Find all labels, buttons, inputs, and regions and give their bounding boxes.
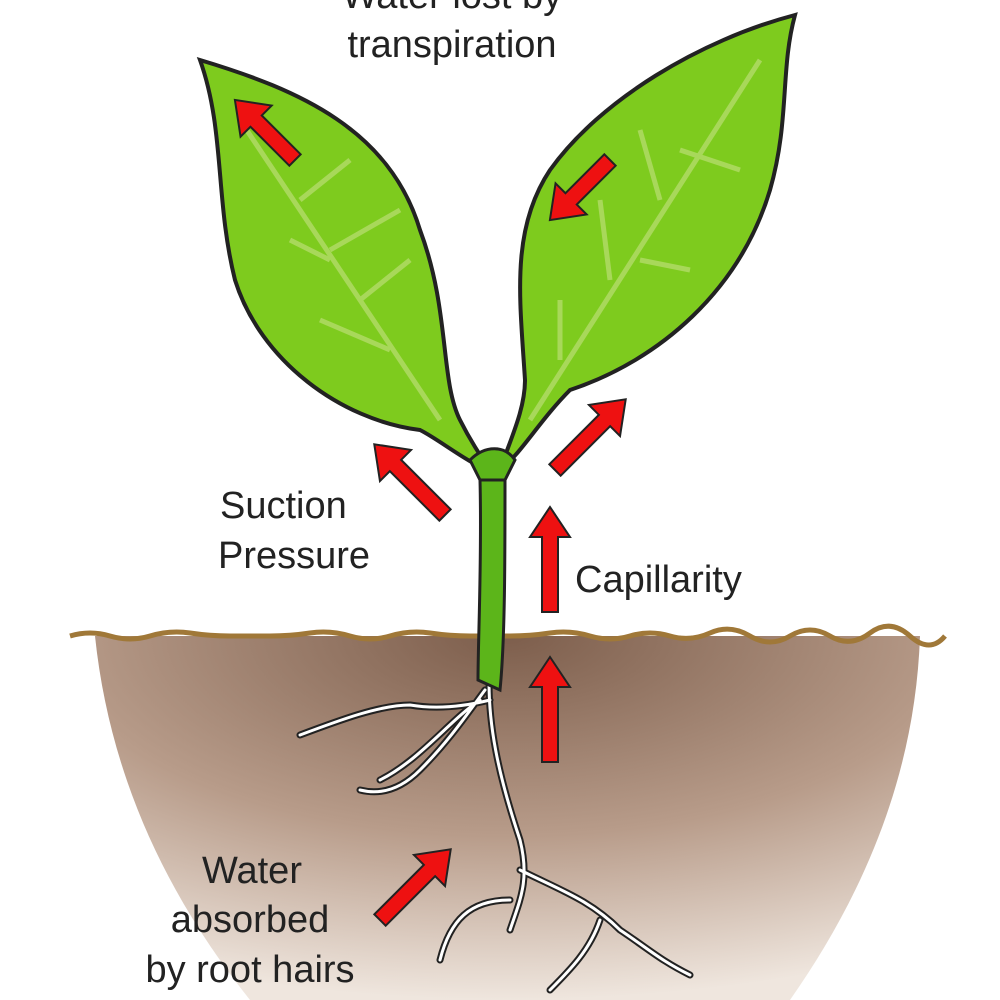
label-absorbed-line2: absorbed xyxy=(171,899,329,941)
arrow-upper-right xyxy=(547,398,627,478)
stem xyxy=(476,478,507,693)
arrow-soil-up xyxy=(528,655,572,763)
arrow-suction xyxy=(373,443,453,523)
arrow-transpiration-left xyxy=(233,98,303,168)
label-suction-line2: Pressure xyxy=(218,535,370,577)
arrow-absorption xyxy=(372,848,452,928)
right-leaf-veins xyxy=(527,58,763,422)
left-leaf-veins xyxy=(237,118,443,422)
label-absorbed-line1: Water xyxy=(202,850,302,892)
label-capillarity: Capillarity xyxy=(575,559,742,601)
label-suction-line1: Suction xyxy=(220,485,347,527)
label-transpiration-line1: Water lost by xyxy=(342,0,562,17)
leaf-junction xyxy=(468,447,517,482)
arrow-capillarity xyxy=(528,505,572,613)
arrow-transpiration-right xyxy=(548,152,618,222)
soil xyxy=(95,636,920,1000)
label-absorbed-line3: by root hairs xyxy=(145,949,354,991)
label-transpiration-line2: transpiration xyxy=(347,24,556,66)
ground-line xyxy=(69,623,947,648)
